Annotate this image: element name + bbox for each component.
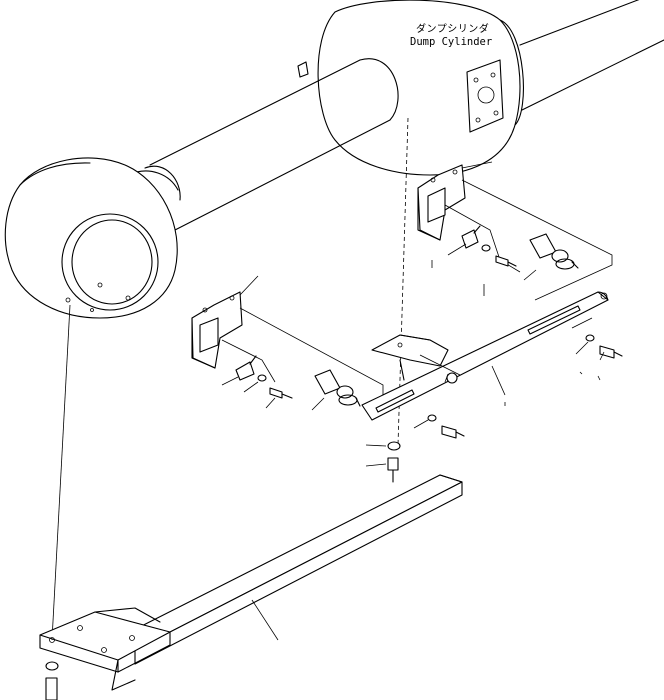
connector-icon <box>529 233 579 270</box>
washer-icon <box>427 414 437 422</box>
fitting-set-bar-bottom <box>365 441 401 483</box>
clamp-icon <box>235 361 255 381</box>
dump-cylinder <box>4 0 664 319</box>
bolt-icon <box>441 425 457 439</box>
bolt-icon <box>269 387 283 399</box>
fitting-set-bottom-left <box>45 661 59 700</box>
cylinder-label-jp: ダンプシリンダ <box>416 24 490 35</box>
connector-icon <box>314 369 361 407</box>
lower-channel <box>39 474 463 691</box>
bracket-upper <box>417 161 613 301</box>
washer-icon <box>585 334 595 342</box>
washer-icon <box>45 661 59 671</box>
fitting-set-left <box>221 355 361 411</box>
cylinder-label-en: Dump Cylinder <box>410 36 493 48</box>
bolt-icon <box>45 677 58 700</box>
washer-icon <box>257 374 267 382</box>
fitting-set-bar-left <box>413 414 465 439</box>
fitting-set-bar-right <box>575 334 623 381</box>
clamp-icon <box>461 229 479 249</box>
washer-icon <box>481 244 491 252</box>
washer-icon <box>387 441 401 451</box>
bolt-icon <box>387 457 399 471</box>
slotted-bar <box>361 291 609 421</box>
fitting-set-upper <box>431 225 579 296</box>
bolt-icon <box>495 255 509 267</box>
bracket-left <box>191 275 384 395</box>
bolt-icon <box>599 345 615 359</box>
